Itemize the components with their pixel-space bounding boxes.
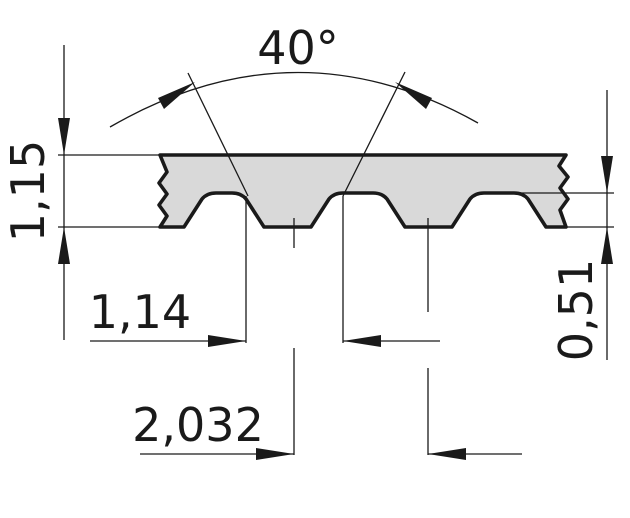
tooth-height-label: 0,51: [549, 259, 603, 361]
thickness-dimension: 1,15: [1, 45, 162, 340]
tooth-height-arrow-bottom: [601, 227, 613, 264]
tooth-width-arrow-left: [208, 335, 246, 347]
angle-line-right: [342, 71, 406, 197]
angle-dimension: 40°: [109, 21, 479, 197]
tooth-width-label: 1,14: [89, 285, 191, 339]
pitch-dimension: 2,032: [132, 398, 522, 460]
angle-arrow-right: [395, 82, 432, 109]
thickness-arrow-bottom: [58, 227, 70, 264]
belt-profile: [157, 153, 570, 229]
pitch-arrow-left: [256, 448, 294, 460]
angle-line-left: [187, 72, 249, 197]
thickness-label: 1,15: [1, 140, 55, 242]
tooth-height-dimension: 0,51: [518, 90, 614, 361]
tooth-width-arrow-right: [343, 335, 381, 347]
tooth-width-dimension: 1,14: [89, 196, 440, 347]
thickness-arrow-top: [58, 118, 70, 155]
tooth-height-arrow-top: [601, 156, 613, 193]
angle-label: 40°: [257, 21, 339, 75]
pitch-label: 2,032: [132, 398, 264, 452]
angle-arrow-left: [158, 82, 195, 109]
pitch-arrow-right: [428, 448, 466, 460]
